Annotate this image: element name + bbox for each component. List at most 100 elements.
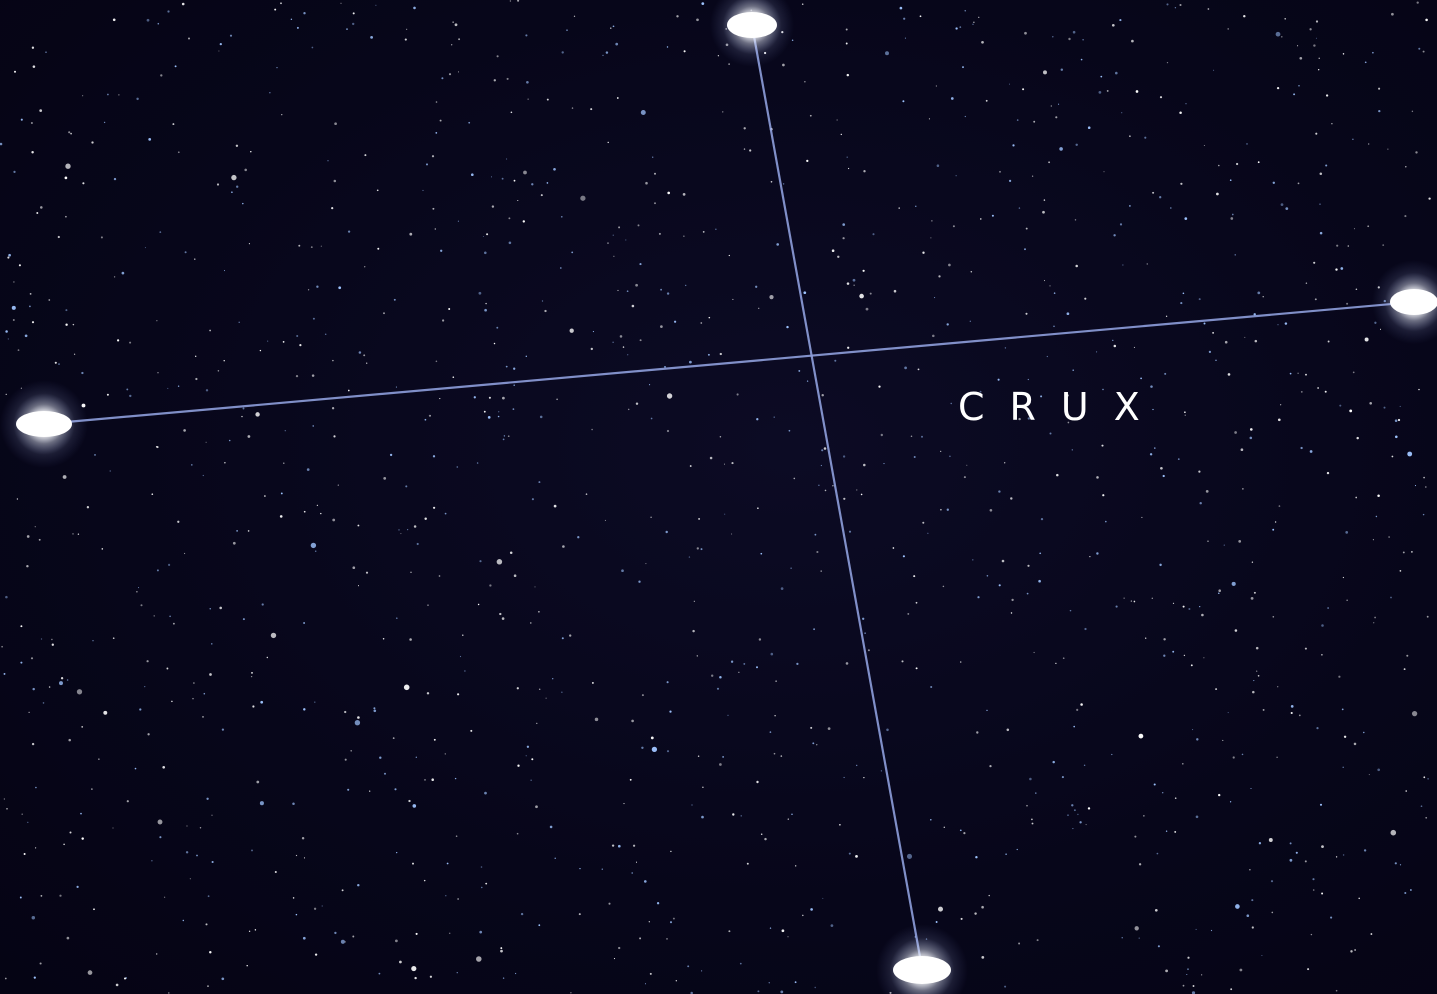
background-star <box>504 435 505 436</box>
background-star <box>837 256 839 258</box>
background-star <box>78 534 79 535</box>
background-star <box>1347 600 1348 601</box>
background-star <box>1005 347 1006 348</box>
background-star <box>1321 845 1324 848</box>
background-star <box>618 226 620 228</box>
background-star <box>479 560 481 562</box>
background-star <box>483 236 484 237</box>
background-star <box>810 908 813 911</box>
background-star <box>728 930 730 932</box>
background-star <box>1425 817 1427 819</box>
background-star <box>1336 990 1338 992</box>
background-star <box>395 940 398 943</box>
background-star <box>649 921 650 922</box>
background-star <box>825 490 827 492</box>
background-star <box>1364 849 1366 851</box>
background-star <box>1384 407 1386 409</box>
background-star <box>728 63 730 65</box>
background-star <box>210 608 211 609</box>
background-star <box>146 660 148 662</box>
background-star <box>1405 166 1406 167</box>
background-star <box>470 730 472 732</box>
background-star <box>1271 912 1273 914</box>
background-star <box>1336 856 1337 857</box>
background-star <box>494 79 496 81</box>
background-star <box>1096 476 1099 479</box>
background-star <box>458 38 460 40</box>
background-star <box>503 977 504 978</box>
background-star <box>1134 601 1136 603</box>
background-star <box>424 880 425 881</box>
background-star <box>719 676 722 679</box>
background-star <box>574 16 575 17</box>
background-star <box>1398 419 1400 421</box>
background-star <box>151 860 152 861</box>
background-star <box>1131 601 1132 602</box>
background-star <box>550 826 553 829</box>
background-star <box>255 412 259 416</box>
background-star <box>556 398 558 400</box>
background-star <box>696 18 699 21</box>
background-star <box>175 65 177 67</box>
background-star <box>441 77 443 79</box>
background-star <box>1076 709 1078 711</box>
background-star <box>1256 671 1257 672</box>
background-star <box>542 300 543 301</box>
background-star <box>1306 282 1307 283</box>
background-star <box>485 883 487 885</box>
background-star <box>756 666 758 668</box>
background-star <box>1116 606 1118 608</box>
background-star <box>791 813 793 815</box>
background-star <box>1228 373 1231 376</box>
background-star <box>769 982 770 983</box>
background-star <box>1215 360 1216 361</box>
background-star <box>1111 754 1112 755</box>
background-star <box>1327 472 1329 474</box>
left-star <box>0 380 88 468</box>
background-star <box>1184 655 1185 656</box>
background-star <box>640 339 642 341</box>
background-star <box>114 178 116 180</box>
background-star <box>608 903 610 905</box>
background-star <box>1103 171 1104 172</box>
background-star <box>183 920 184 921</box>
background-star <box>782 929 785 932</box>
background-star <box>949 455 951 457</box>
background-star <box>900 7 903 10</box>
background-star <box>938 275 940 277</box>
background-star <box>795 865 796 866</box>
background-star <box>449 73 451 75</box>
background-star <box>35 787 37 789</box>
background-star <box>412 863 414 865</box>
background-star <box>1428 197 1430 199</box>
background-star <box>1204 323 1206 325</box>
background-star <box>731 462 733 464</box>
background-star <box>1301 391 1303 393</box>
background-star <box>894 290 897 293</box>
background-star <box>1325 391 1327 393</box>
background-star <box>650 973 652 975</box>
background-star <box>34 977 36 979</box>
background-star <box>1034 652 1035 653</box>
background-star <box>832 249 835 252</box>
background-star <box>72 533 73 534</box>
background-star <box>1167 62 1168 63</box>
background-star <box>1230 179 1232 181</box>
background-star <box>1055 663 1056 664</box>
background-star <box>281 492 283 494</box>
background-star <box>1218 592 1220 594</box>
background-star <box>396 617 398 619</box>
background-star <box>168 564 170 566</box>
background-star <box>456 466 458 468</box>
background-star <box>1084 628 1086 630</box>
background-star <box>1141 517 1142 518</box>
background-star <box>359 351 362 354</box>
background-star <box>1022 88 1024 90</box>
background-star <box>41 638 42 639</box>
background-star <box>837 120 838 121</box>
background-star <box>411 966 416 971</box>
background-star <box>1423 51 1425 53</box>
background-star <box>744 127 746 129</box>
background-star <box>938 907 943 912</box>
background-star <box>961 918 963 920</box>
